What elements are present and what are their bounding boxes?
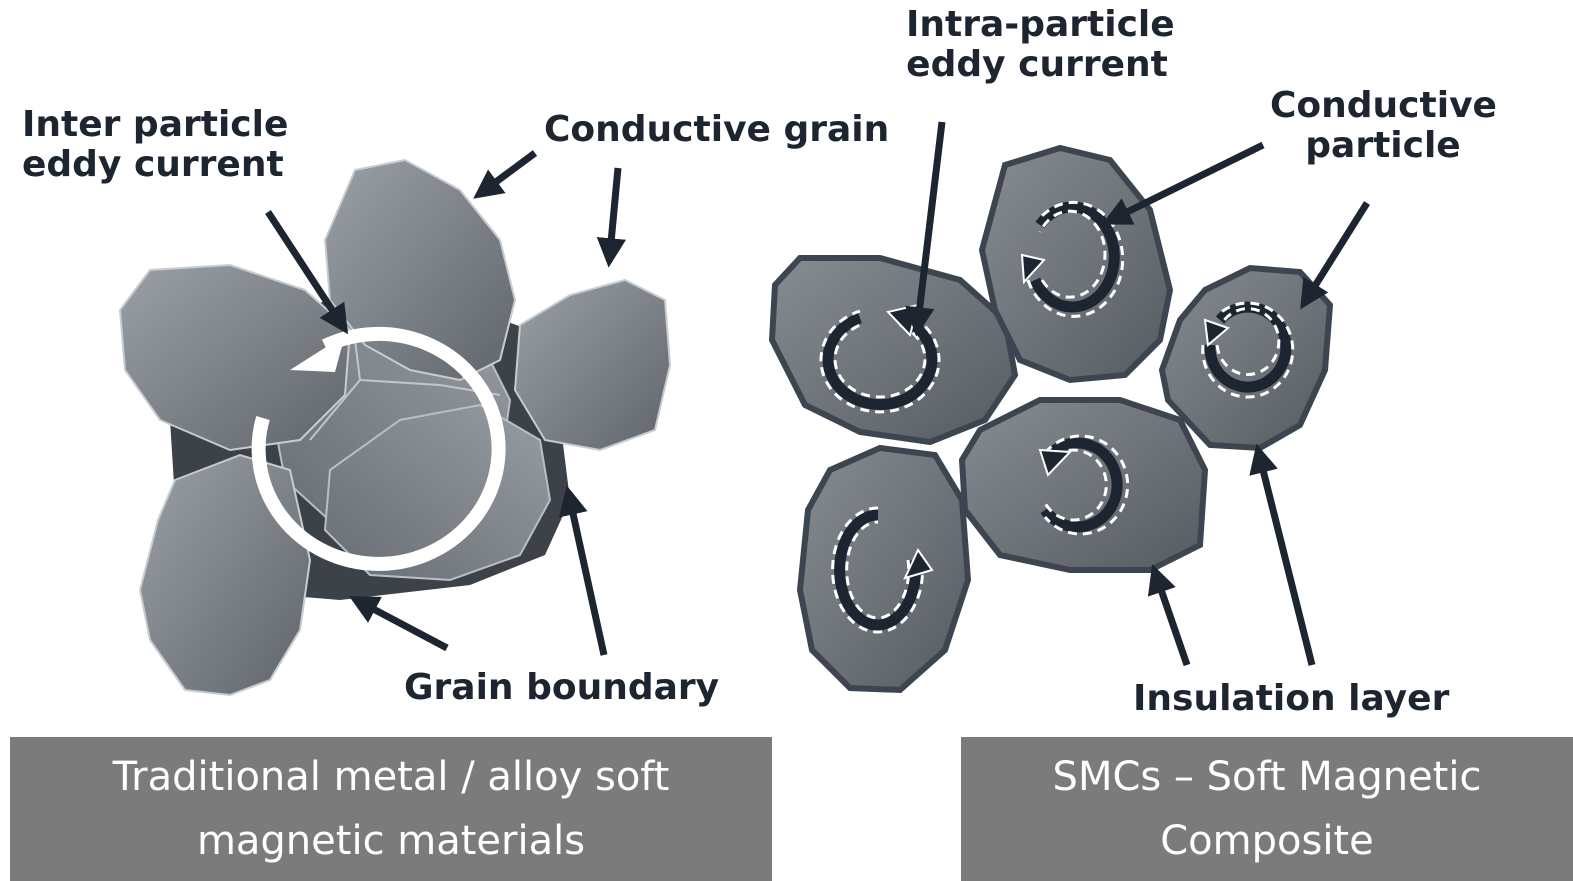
caption-smc-panel: SMCs – Soft Magnetic Composite: [961, 737, 1573, 881]
caption-traditional-panel: Traditional metal / alloy soft magnetic …: [10, 737, 772, 881]
smc-particle-cluster: [772, 148, 1330, 690]
label-inter-particle-line1: Inter particle: [22, 105, 288, 145]
particle-right: [1162, 268, 1330, 448]
label-inter-particle: Inter particle eddy current: [22, 105, 288, 185]
particle-bottom-center: [962, 400, 1205, 570]
label-conductive-particle-line2: particle: [1270, 126, 1496, 166]
particle-left: [772, 258, 1015, 442]
label-intra-particle-line1: Intra-particle: [906, 5, 1168, 45]
label-inter-particle-line2: eddy current: [22, 145, 288, 185]
caption-traditional-line2: magnetic materials: [10, 809, 772, 873]
label-grain-boundary: Grain boundary: [404, 668, 719, 708]
label-intra-particle-line2: eddy current: [906, 45, 1168, 85]
grain-right: [515, 280, 670, 450]
label-intra-particle: Intra-particle eddy current: [906, 5, 1168, 85]
grain-bottom-left: [140, 455, 310, 695]
particle-bottom-left: [800, 448, 968, 690]
caption-smc-line1: SMCs – Soft Magnetic: [961, 745, 1573, 809]
label-conductive-particle: Conductive particle: [1270, 86, 1496, 166]
label-conductive-grain: Conductive grain: [544, 110, 889, 150]
caption-traditional-line1: Traditional metal / alloy soft: [10, 745, 772, 809]
caption-smc-line2: Composite: [961, 809, 1573, 873]
metal-grain-cluster: [120, 160, 670, 695]
label-conductive-particle-line1: Conductive: [1270, 86, 1496, 126]
particle-top: [982, 148, 1170, 380]
label-insulation-layer: Insulation layer: [1133, 679, 1449, 719]
